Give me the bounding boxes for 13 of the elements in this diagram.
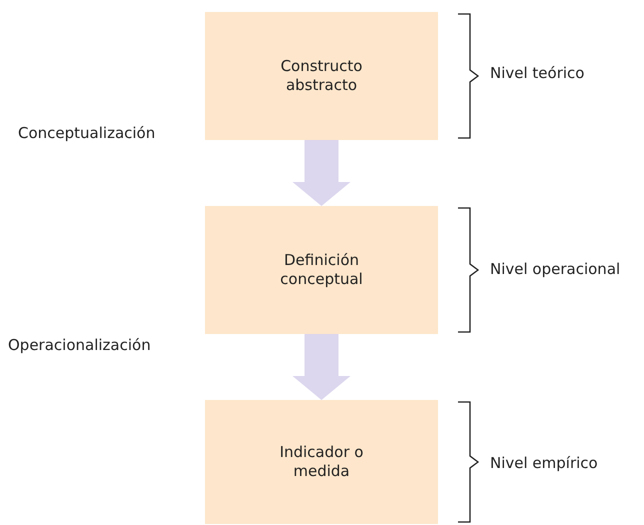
level-label: Nivel teórico bbox=[490, 64, 584, 82]
block-arrow bbox=[292, 334, 350, 400]
box-label: Constructo abstracto bbox=[280, 57, 364, 95]
box-label: Definición conceptual bbox=[279, 251, 364, 289]
process-box bbox=[205, 206, 438, 334]
level-label: Nivel empírico bbox=[490, 454, 598, 472]
level-label: Operacionalización bbox=[8, 336, 151, 354]
process-box bbox=[205, 400, 438, 524]
level-label: Conceptualización bbox=[18, 124, 156, 142]
box-label: Indicador o medida bbox=[278, 443, 364, 481]
process-box bbox=[205, 12, 438, 140]
block-arrow bbox=[292, 140, 350, 206]
level-label: Nivel operacional bbox=[490, 260, 620, 278]
